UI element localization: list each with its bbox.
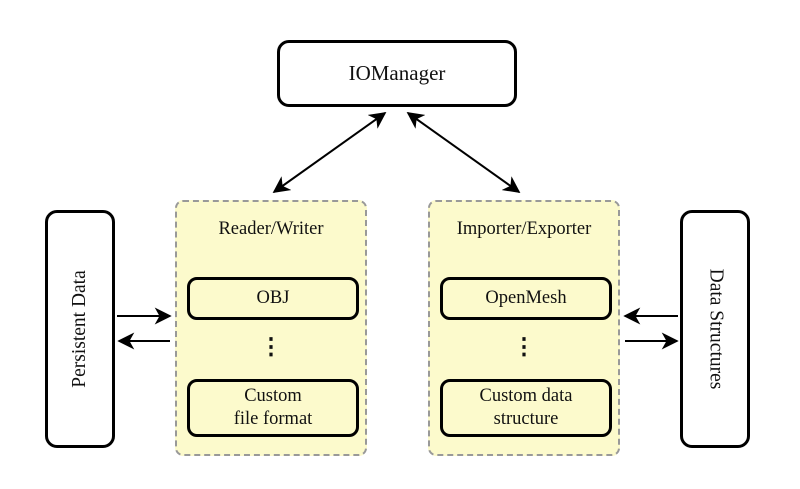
io-manager-box: IOManager <box>277 40 517 107</box>
openmesh-label: OpenMesh <box>485 288 567 308</box>
reader-writer-title: Reader/Writer <box>218 219 324 239</box>
io-manager-label: IOManager <box>348 61 446 85</box>
custom-file-format-label: Custom file format <box>233 386 313 429</box>
custom-data-structure-box: Custom data structure <box>440 379 612 437</box>
obj-label: OBJ <box>256 288 290 308</box>
importer-exporter-ellipsis-icon: ⋮ <box>512 334 536 359</box>
reader-writer-ellipsis-icon: ⋮ <box>259 334 283 359</box>
openmesh-box: OpenMesh <box>440 277 612 320</box>
persistent-data-label: Persistent Data <box>69 270 91 388</box>
persistent-data-box: Persistent Data <box>45 210 115 448</box>
reader-writer-group: Reader/Writer OBJ ⋮ Custom file format <box>175 200 367 456</box>
obj-box: OBJ <box>187 277 359 320</box>
importer-exporter-title: Importer/Exporter <box>456 219 592 239</box>
data-structures-box: Data Structures <box>680 210 750 448</box>
custom-file-format-box: Custom file format <box>187 379 359 437</box>
importer-exporter-group: Importer/Exporter OpenMesh ⋮ Custom data… <box>428 200 620 456</box>
arrow-iomanager-readerwriter <box>272 112 387 193</box>
data-structures-label: Data Structures <box>705 268 727 390</box>
arrow-iomanager-importerexporter <box>406 112 521 193</box>
custom-data-structure-label: Custom data structure <box>479 386 573 429</box>
